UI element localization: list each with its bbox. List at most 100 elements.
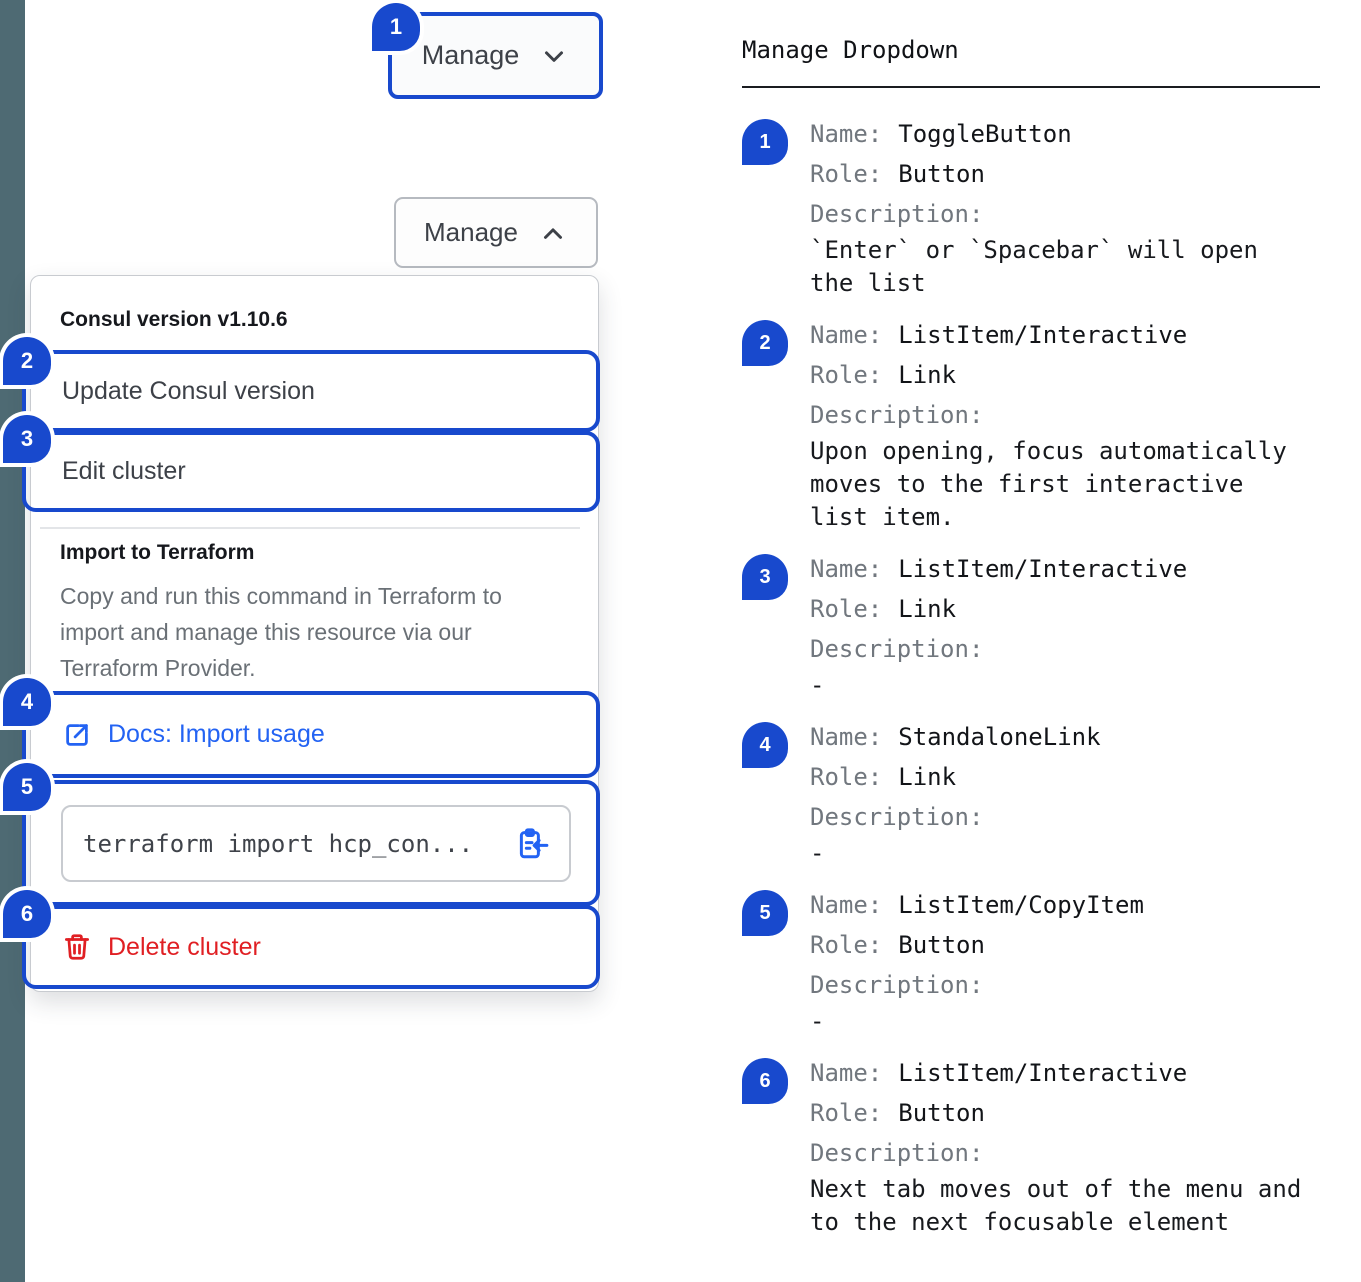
annotation-list: 1 Name: ToggleButton Role: Button Descript… [742, 114, 1328, 1239]
name-value: ListItem/Interactive [898, 321, 1188, 349]
role-label: Role: [810, 763, 883, 791]
entry-name-row: Name: ListItem/Interactive [810, 549, 1310, 589]
description-value: Upon opening, focus automatically moves … [810, 437, 1287, 531]
name-value: ListItem/CopyItem [898, 891, 1144, 919]
description-value: - [810, 1007, 825, 1035]
trash-icon [65, 934, 89, 960]
chevron-up-icon [543, 227, 562, 239]
role-label: Role: [810, 361, 883, 389]
annotation-entry: 2 Name: ListItem/Interactive Role: Link De… [742, 315, 1328, 534]
manage-toggle-open-label: Manage [424, 217, 518, 247]
import-terraform-header: Import to Terraform [60, 541, 255, 564]
title-rule [742, 86, 1320, 88]
entry-name-row: Name: ListItem/Interactive [810, 315, 1310, 355]
description-value: - [810, 671, 825, 699]
clipboard-copy-icon[interactable] [515, 827, 549, 861]
name-label: Name: [810, 723, 883, 751]
name-label: Name: [810, 321, 883, 349]
entry-description-row: Description: [810, 629, 1310, 669]
entry-name-row: Name: StandaloneLink [810, 717, 1310, 757]
entry-name-row: Name: ListItem/CopyItem [810, 885, 1310, 925]
annotation-entry-badge: 4 [742, 722, 788, 768]
menu-item-edit-cluster[interactable]: Edit cluster [22, 431, 600, 512]
annotation-entry-badge: 3 [742, 554, 788, 600]
role-label: Role: [810, 160, 883, 188]
entry-description-row: Description: [810, 1133, 1310, 1173]
menu-item-copy-command[interactable]: terraform import hcp_con... [22, 780, 600, 906]
annotation-entry: 5 Name: ListItem/CopyItem Role: Button Des… [742, 885, 1328, 1038]
role-label: Role: [810, 1099, 883, 1127]
name-value: ToggleButton [898, 120, 1072, 148]
name-value: ListItem/Interactive [898, 1059, 1188, 1087]
update-consul-version-label: Update Consul version [62, 376, 315, 405]
menu-item-delete-cluster[interactable]: Delete cluster [22, 905, 600, 989]
role-value: Link [898, 361, 957, 389]
annotation-entry: 3 Name: ListItem/Interactive Role: Link De… [742, 549, 1328, 702]
annotation-badge-1: 1 [372, 3, 420, 51]
entry-role-row: Role: Link [810, 589, 1310, 629]
external-link-icon [66, 723, 88, 746]
annotation-badge-3: 3 [3, 415, 51, 463]
import-terraform-description: Copy and run this command in Terraform t… [60, 583, 502, 681]
entry-description-row: Description: [810, 194, 1310, 234]
annotation-entry-badge: 1 [742, 119, 788, 165]
entry-role-row: Role: Button [810, 1093, 1310, 1133]
annotation-badge-6: 6 [3, 890, 51, 938]
annotation-badge-2: 2 [3, 337, 51, 385]
entry-description-row: Description: [810, 965, 1310, 1005]
sidebar-strip [0, 0, 25, 1282]
description-value: - [810, 839, 825, 867]
entry-description-row: Description: [810, 797, 1310, 837]
name-label: Name: [810, 120, 883, 148]
description-label: Description: [810, 401, 984, 429]
name-label: Name: [810, 891, 883, 919]
annotation-entry-badge: 2 [742, 320, 788, 366]
annotation-entry-badge: 5 [742, 890, 788, 936]
manage-toggle-button-open[interactable]: Manage [394, 197, 598, 268]
name-label: Name: [810, 555, 883, 583]
annotation-badge-5: 5 [3, 763, 51, 811]
description-value: Next tab moves out of the menu and to th… [810, 1175, 1302, 1236]
menu-divider [40, 527, 580, 529]
description-label: Description: [810, 971, 984, 999]
entry-role-row: Role: Button [810, 154, 1310, 194]
name-value: ListItem/Interactive [898, 555, 1188, 583]
role-label: Role: [810, 931, 883, 959]
annotation-entry-badge: 6 [742, 1058, 788, 1104]
delete-cluster-label: Delete cluster [108, 932, 261, 961]
annotation-panel-title: Manage Dropdown [742, 36, 959, 64]
description-value: `Enter` or `Spacebar` will open the list [810, 236, 1258, 297]
role-value: Link [898, 595, 957, 623]
name-value: StandaloneLink [898, 723, 1101, 751]
docs-import-usage-link[interactable]: Docs: Import usage [22, 691, 600, 778]
docs-import-usage-label: Docs: Import usage [108, 720, 325, 748]
chevron-down-icon [545, 50, 564, 62]
description-label: Description: [810, 1139, 984, 1167]
entry-role-row: Role: Link [810, 355, 1310, 395]
terraform-command-text: terraform import hcp_con... [83, 829, 474, 858]
manage-toggle-button[interactable]: Manage [388, 12, 603, 99]
role-value: Button [898, 931, 985, 959]
annotation-panel: Manage Dropdown 1 Name: ToggleButton Role… [742, 36, 1328, 1254]
role-value: Button [898, 1099, 985, 1127]
entry-description-row: Description: [810, 395, 1310, 435]
entry-role-row: Role: Link [810, 757, 1310, 797]
consul-version-header: Consul version v1.10.6 [60, 308, 288, 331]
annotation-badge-4: 4 [3, 678, 51, 726]
role-label: Role: [810, 595, 883, 623]
role-value: Button [898, 160, 985, 188]
annotation-entry: 6 Name:ListItem/Interactive Role:Button … [742, 1053, 1328, 1239]
entry-role-row: Role: Button [810, 925, 1310, 965]
annotation-entry: 1 Name: ToggleButton Role: Button Descript… [742, 114, 1328, 300]
entry-name-row: Name: ListItem/Interactive [810, 1053, 1310, 1093]
description-label: Description: [810, 803, 984, 831]
annotation-entry: 4 Name: StandaloneLink Role: Link Descript… [742, 717, 1328, 870]
entry-name-row: Name: ToggleButton [810, 114, 1310, 154]
edit-cluster-label: Edit cluster [62, 457, 186, 485]
description-label: Description: [810, 635, 984, 663]
name-label: Name: [810, 1059, 883, 1087]
terraform-command-field[interactable]: terraform import hcp_con... [61, 805, 571, 882]
menu-item-update-consul-version[interactable]: Update Consul version [22, 350, 600, 432]
role-value: Link [898, 763, 957, 791]
description-label: Description: [810, 200, 984, 228]
